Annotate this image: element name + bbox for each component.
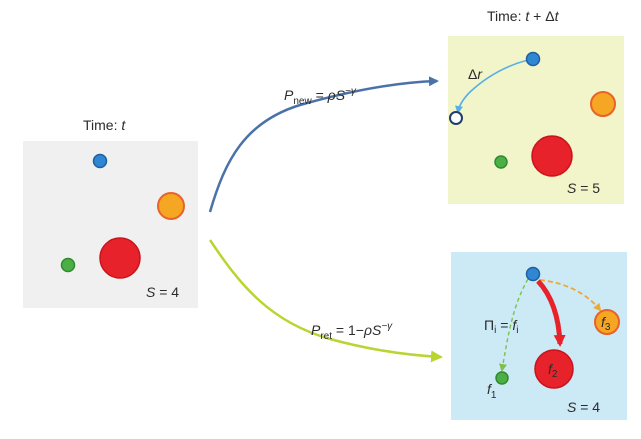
return-arrow-green: [499, 278, 529, 372]
jump-arrow: [455, 59, 529, 114]
location-blue-ret: [525, 266, 541, 282]
location-orange-ret: [594, 309, 620, 335]
s-count-ret: S = 4: [567, 399, 600, 415]
location-green-ret: [495, 371, 509, 385]
pi-formula: Πi = fi: [484, 317, 518, 336]
f2-label: f2: [548, 361, 558, 380]
p-ret-formula: Pret = 1−ρS−γ: [311, 321, 393, 342]
f3-label: f3: [601, 314, 611, 333]
panel-return: [451, 252, 627, 420]
delta-r-label: Δr: [468, 66, 483, 82]
location-green-new: [494, 155, 508, 169]
location-orange: [157, 192, 185, 220]
time-t-label: Time: t: [83, 117, 126, 133]
time-t-dt-label: Time: t + Δt: [487, 8, 560, 24]
new-location-open: [449, 111, 463, 125]
s-count-new: S = 5: [567, 180, 600, 196]
return-arrow-orange: [539, 279, 602, 312]
p-new-formula: Pnew = ρS−γ: [284, 86, 357, 107]
location-blue: [92, 153, 108, 169]
return-arrow: [208, 239, 443, 363]
location-red: [99, 237, 141, 279]
location-red-new: [531, 135, 573, 177]
location-red-ret: [534, 349, 574, 389]
location-green: [60, 257, 76, 273]
location-blue-new: [525, 51, 541, 67]
panel-time-t: [23, 141, 198, 308]
s-count-left: S = 4: [146, 284, 179, 300]
explore-arrow: [208, 76, 439, 213]
location-orange-new: [590, 91, 616, 117]
return-arrow-red: [536, 279, 566, 347]
f1-label: f1: [487, 381, 497, 401]
